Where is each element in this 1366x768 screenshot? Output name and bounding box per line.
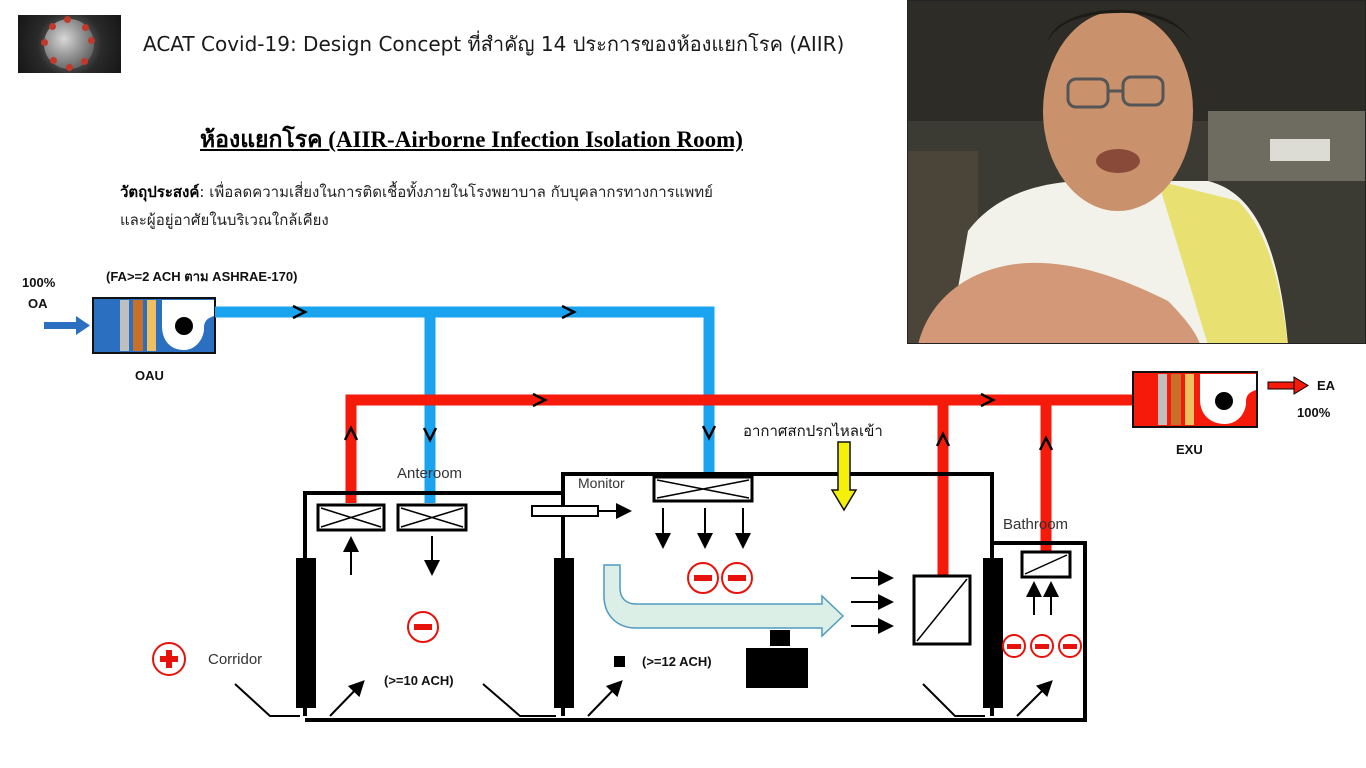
virus-icon xyxy=(41,16,95,71)
room-directional-airflow-arrow xyxy=(603,564,845,638)
anteroom-supply-diffuser xyxy=(396,503,468,532)
oa-percent-label: 100% xyxy=(22,275,56,290)
objective-line-2: และผู้อยู่อาศัยในบริเวณใกล้เคียง xyxy=(120,211,329,229)
door-leaves xyxy=(296,558,1003,708)
corridor-positive-pressure-sign xyxy=(152,642,186,676)
corridor-label: Corridor xyxy=(208,651,263,668)
objective-line-1: : เพื่อลดความเสี่ยงในการติดเชื้อทั้งภายใ… xyxy=(199,183,713,201)
contaminated-air-leak-arrow xyxy=(830,441,858,512)
ea-label: EA xyxy=(1317,378,1336,393)
room-exhaust-grille xyxy=(912,574,972,646)
exhaust-duct xyxy=(345,394,1135,576)
ea-outlet-arrow xyxy=(1267,376,1309,395)
oau-unit xyxy=(92,297,216,354)
door-swing-lines xyxy=(234,683,985,717)
monitor-label: Monitor xyxy=(578,475,625,491)
monitor-pressure-sensor xyxy=(531,503,632,519)
room-double-negative-pressure-sign xyxy=(687,562,753,594)
room-airflow-arrows xyxy=(343,508,1059,634)
oa-inlet-arrow xyxy=(44,316,90,335)
bathroom-label: Bathroom xyxy=(1003,516,1069,533)
header-title: ACAT Covid-19: Design Concept ที่สำคัญ 1… xyxy=(143,32,845,56)
oau-label: OAU xyxy=(135,368,164,383)
contaminated-air-leak-label: อากาศสกปรกไหลเข้า xyxy=(743,422,883,440)
objective-label: วัตถุประสงค์ xyxy=(120,183,200,201)
exu-unit xyxy=(1132,371,1258,428)
duct-flow-chevrons xyxy=(292,304,1054,451)
covid-virus-logo xyxy=(18,15,121,73)
oa-label: OA xyxy=(28,296,48,311)
door-gap-flow-arrows xyxy=(329,680,1053,717)
presenter-video-feed xyxy=(907,0,1366,344)
presenter-video-image xyxy=(908,1,1365,343)
exu-label: EXU xyxy=(1176,442,1203,457)
objective-text: วัตถุประสงค์: เพื่อลดความเสี่ยงในการติดเ… xyxy=(120,178,900,234)
anteroom-label: Anteroom xyxy=(397,465,463,482)
bathroom-exhaust-grille xyxy=(1020,550,1072,579)
supply-duct xyxy=(215,306,715,503)
anteroom-exhaust-grille xyxy=(316,503,386,532)
ea-percent-label: 100% xyxy=(1297,405,1331,420)
anteroom-ach-label: (>=10 ACH) xyxy=(384,673,454,688)
slide-title: ห้องแยกโรค (AIIR-Airborne Infection Isol… xyxy=(200,127,743,152)
bathroom-triple-negative-pressure-sign xyxy=(1002,634,1082,658)
anteroom-negative-pressure-sign xyxy=(407,611,439,643)
fresh-air-requirement-note: (FA>=2 ACH ตาม ASHRAE-170) xyxy=(106,269,298,284)
room-supply-diffuser xyxy=(652,475,754,503)
patient-bed-icon xyxy=(614,630,808,688)
isolation-room-ach-label: (>=12 ACH) xyxy=(642,654,712,669)
